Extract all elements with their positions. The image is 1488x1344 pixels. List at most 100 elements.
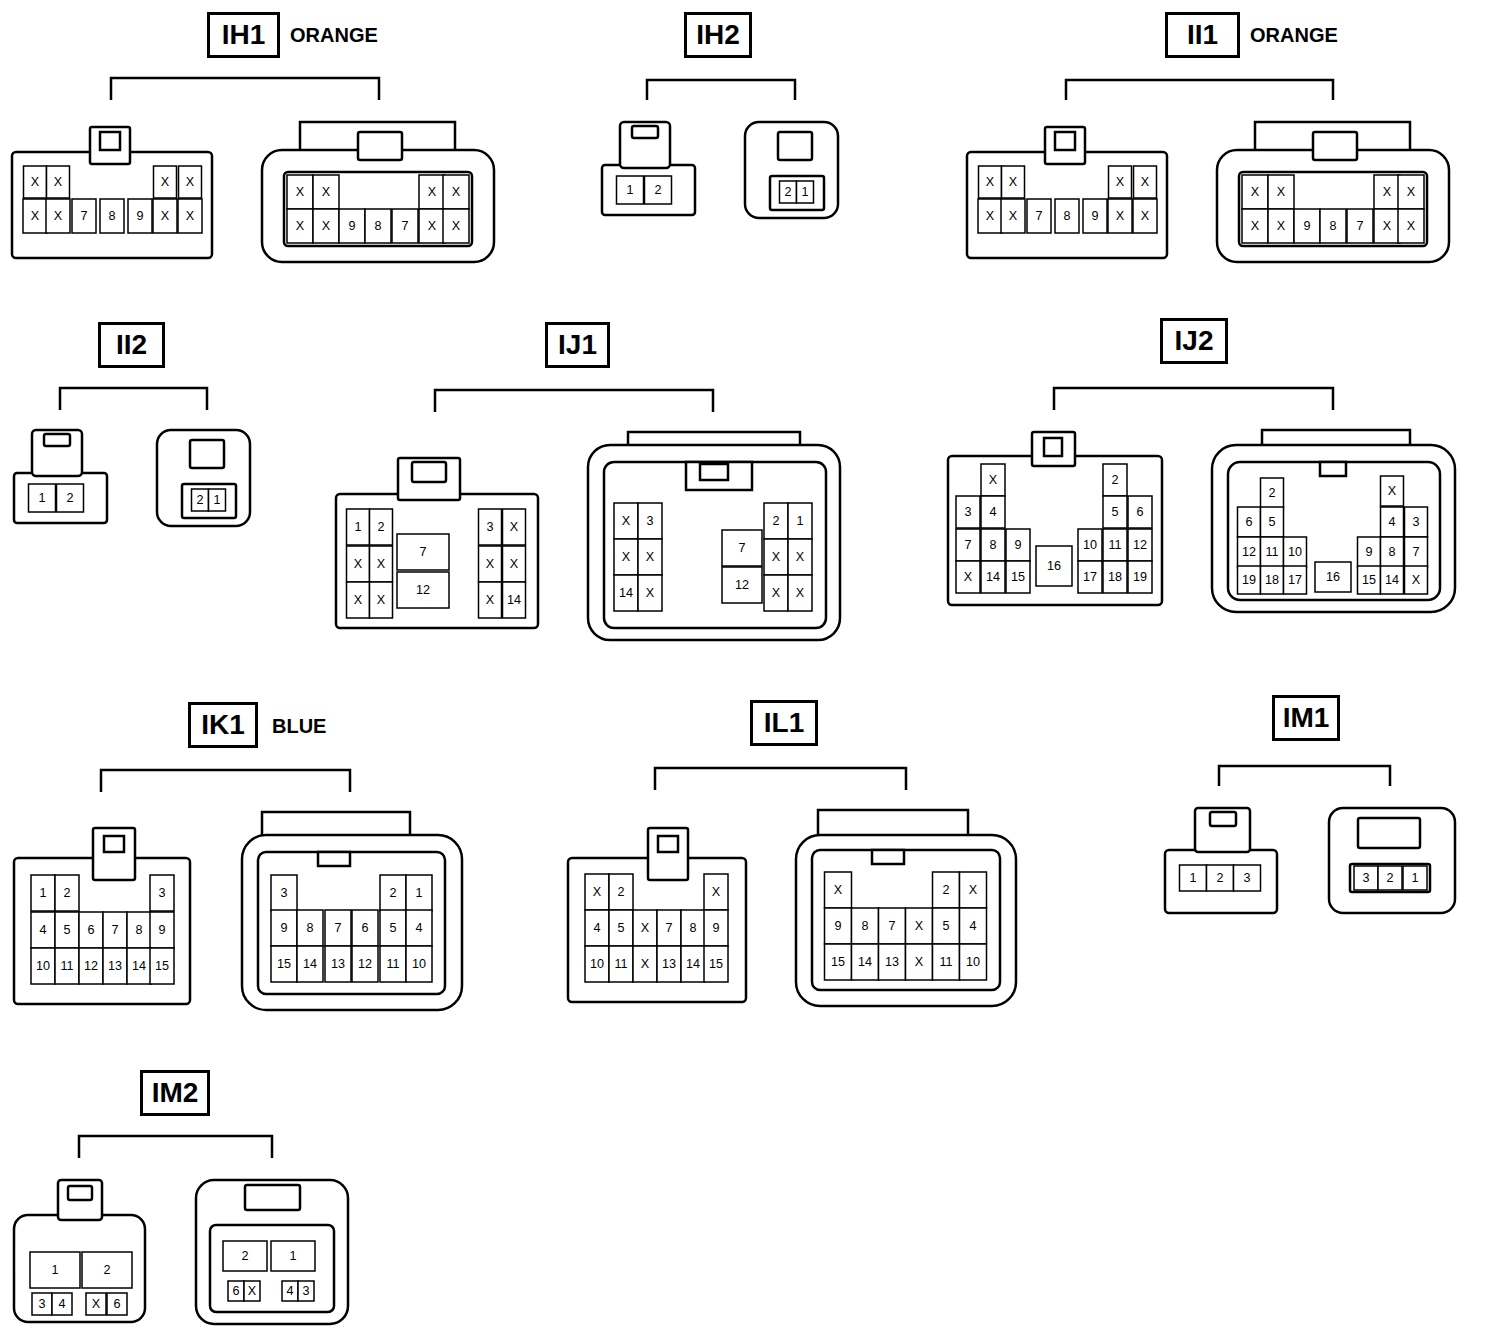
pin-cavity — [704, 910, 728, 946]
housing-outline — [1358, 818, 1420, 848]
pin-number: 1 — [30, 1252, 80, 1288]
bracket — [655, 768, 906, 790]
pin-cavity — [1398, 175, 1424, 209]
pin-number: 2 — [1207, 865, 1234, 891]
pin-cavity — [1261, 537, 1284, 567]
pin-cavity — [657, 910, 681, 946]
pin-cavity — [1078, 529, 1102, 561]
housing-outline — [796, 835, 1016, 1006]
pin-number: X — [1398, 175, 1424, 209]
housing-outline — [948, 456, 1162, 605]
pin-number: 17 — [1078, 561, 1102, 593]
pin-cavity — [906, 908, 933, 944]
housing-outline — [588, 445, 840, 640]
pin-number: 6 — [1128, 496, 1152, 528]
pin-number: X — [906, 944, 933, 980]
pin-number: 13 — [657, 946, 681, 982]
pin-number: 18 — [1261, 566, 1284, 594]
pin-cavity — [585, 910, 609, 946]
pin-cavity — [479, 582, 502, 618]
pin-cavity — [23, 199, 47, 233]
housing-outline — [770, 176, 824, 210]
brackets — [60, 78, 1390, 1158]
pin-number: X — [978, 199, 1002, 233]
connector-face — [12, 127, 212, 258]
pin-cavity — [153, 199, 177, 233]
pin-number: 15 — [704, 946, 728, 982]
pin-cavity — [347, 582, 370, 618]
connector-code: IL1 — [764, 709, 804, 737]
connector-code: IM1 — [1283, 704, 1330, 732]
pin-number: 13 — [879, 944, 906, 980]
housing-outline — [1350, 864, 1430, 892]
pin-number: 11 — [55, 948, 79, 984]
pin-cavity — [154, 166, 177, 198]
housing-outline — [284, 172, 472, 246]
pin-cavity — [392, 209, 418, 243]
bracket — [435, 390, 713, 412]
housing-outline — [812, 850, 1000, 990]
pin-cavity — [150, 948, 174, 984]
pin-cavity — [960, 944, 987, 980]
pin-cavity — [981, 529, 1005, 561]
pin-cavity — [981, 464, 1005, 496]
pin-number: 2 — [764, 503, 788, 539]
pin-number: 2 — [780, 181, 797, 203]
housing-outline — [262, 150, 494, 262]
pin-number: X — [788, 575, 812, 611]
pin-cavity — [879, 944, 906, 980]
pin-cavity — [127, 948, 151, 984]
pin-cavity — [645, 176, 672, 204]
pin-number: X — [1109, 166, 1132, 198]
pin-number: 2 — [82, 1252, 132, 1288]
housing-outline — [14, 1215, 145, 1322]
pin-number: 12 — [352, 946, 378, 982]
pin-cavity — [788, 575, 812, 611]
pin-cavity — [1284, 537, 1307, 567]
pin-cavity — [297, 910, 323, 946]
pin-cavity — [1405, 507, 1428, 537]
housing-outline — [412, 462, 446, 482]
pin-number: X — [764, 575, 788, 611]
pin-cavity — [419, 175, 445, 209]
pin-number: X — [313, 209, 339, 243]
pin-number: X — [704, 874, 728, 910]
pin-number: 1 — [406, 875, 432, 911]
pin-cavity — [1128, 529, 1152, 561]
housing-outline — [157, 430, 250, 526]
pin-cavity — [55, 912, 79, 948]
pin-cavity — [1103, 561, 1127, 593]
pin-number: 10 — [585, 946, 609, 982]
pin-cavity — [352, 946, 378, 982]
pin-number: 2 — [1261, 478, 1284, 508]
pin-number: X — [419, 175, 445, 209]
pin-cavity — [79, 912, 103, 948]
pin-number: X — [1242, 175, 1268, 209]
connector-code: IH1 — [222, 21, 266, 49]
pin-number: 1 — [271, 1241, 315, 1271]
pin-number: 1 — [209, 489, 226, 511]
pin-cavity — [1027, 199, 1051, 233]
pin-cavity — [443, 175, 469, 209]
pin-number: X — [154, 166, 177, 198]
pin-cavity — [617, 176, 644, 204]
pin-number: X — [1242, 209, 1268, 243]
pin-cavity — [31, 948, 55, 984]
pin-number: 6 — [79, 912, 103, 948]
pin-cavity — [788, 503, 812, 539]
pin-cavity — [1374, 209, 1400, 243]
pin-number: 11 — [380, 946, 406, 982]
pin-cavity — [244, 1281, 260, 1301]
pin-cavity — [956, 496, 980, 528]
connector-face — [242, 812, 462, 1010]
connector-code: II1 — [1187, 21, 1218, 49]
housing-outline — [242, 835, 462, 1010]
pin-cavity — [825, 872, 852, 908]
pin-cavity — [825, 944, 852, 980]
pin-cavity — [1398, 209, 1424, 243]
bracket — [101, 770, 350, 792]
pin-cavity — [1405, 537, 1428, 567]
housing-outline — [44, 434, 70, 446]
housing-outline — [32, 430, 82, 476]
pin-cavity — [1128, 496, 1152, 528]
